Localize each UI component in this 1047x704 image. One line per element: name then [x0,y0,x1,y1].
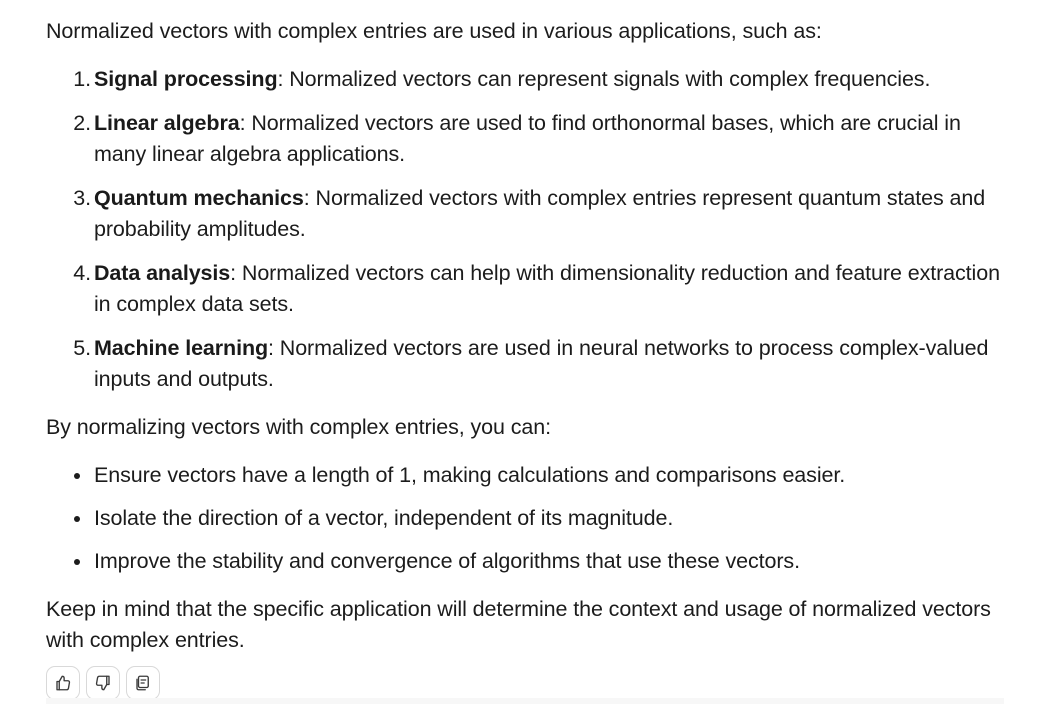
assistant-message: Normalized vectors with complex entries … [46,16,1004,700]
applications-list: Signal processing: Normalized vectors ca… [46,64,1004,395]
list-item: Signal processing: Normalized vectors ca… [69,64,1004,95]
list-item-term: Signal processing [94,67,278,91]
intro-text: Normalized vectors with complex entries … [46,19,822,43]
list-item-text: : Normalized vectors are used to find or… [94,111,961,166]
benefits-list: Ensure vectors have a length of 1, makin… [46,460,1004,577]
list-item: Data analysis: Normalized vectors can he… [69,258,1004,320]
list-item-term: Data analysis [94,261,231,285]
list-item: Machine learning: Normalized vectors are… [69,333,1004,395]
list-item: Quantum mechanics: Normalized vectors wi… [69,183,1004,245]
list-item: Linear algebra: Normalized vectors are u… [69,108,1004,170]
feedback-toolbar [46,666,1004,700]
copy-button[interactable] [126,666,160,700]
list-item-text: : Normalized vectors with complex entrie… [94,186,986,241]
copy-icon [136,675,149,691]
list-item-text: : Normalized vectors can help with dimen… [94,261,1000,316]
thumbs-down-button[interactable] [86,666,120,700]
list-item-text: : Normalized vectors can represent signa… [277,67,931,91]
list-item-term: Quantum mechanics [94,186,304,210]
benefits-intro-text: By normalizing vectors with complex entr… [46,415,551,439]
closing-text: Keep in mind that the specific applicati… [46,597,991,652]
thumbs-up-button[interactable] [46,666,80,700]
list-item: Isolate the direction of a vector, indep… [74,503,1004,534]
bottom-divider [46,698,1004,704]
thumbs-up-icon [56,675,71,691]
list-item: Ensure vectors have a length of 1, makin… [74,460,1004,491]
list-item-term: Linear algebra [94,111,240,135]
list-item: Improve the stability and convergence of… [74,546,1004,577]
list-item-term: Machine learning [94,336,269,360]
thumbs-down-icon [95,675,110,691]
list-item-text: : Normalized vectors are used in neural … [94,336,989,391]
